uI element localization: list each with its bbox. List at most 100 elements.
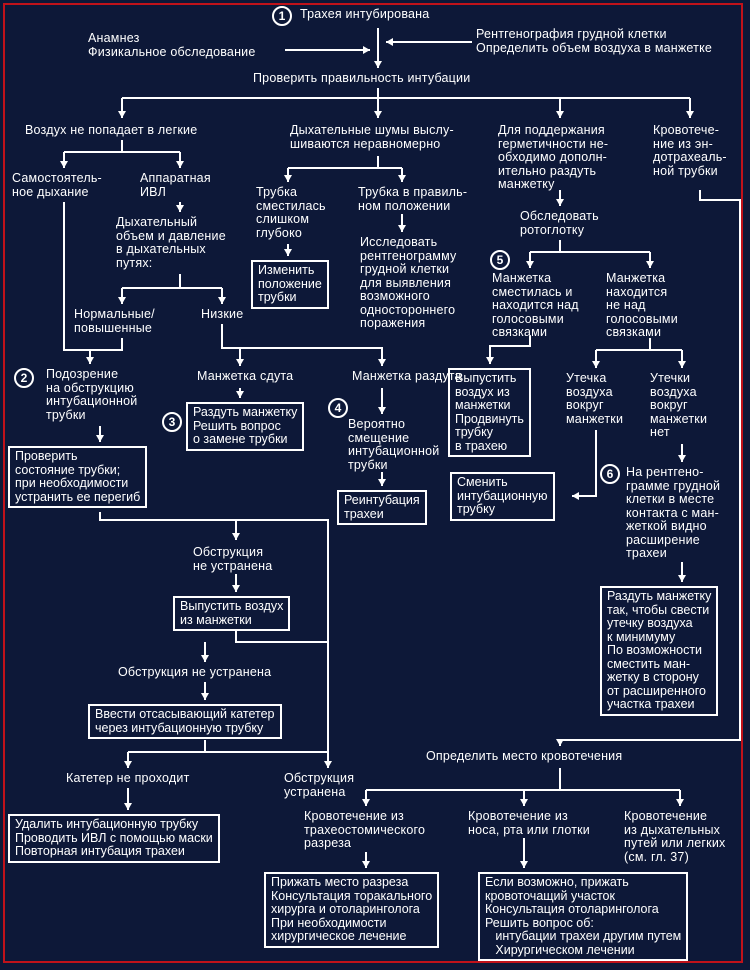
node-normal-high: Нормальные/ повышенные — [74, 307, 155, 335]
arrowhead — [201, 655, 209, 662]
arrowhead — [118, 111, 126, 118]
node-suspect-obstruction: Подозрение на обструкцию интубационной т… — [46, 367, 138, 422]
arrowhead — [678, 361, 686, 368]
arrowhead — [124, 761, 132, 768]
node-obstruction-not-removed-1: Обструкция не устранена — [193, 545, 273, 573]
arrowhead — [284, 175, 292, 182]
node-tube-deep: Трубка сместилась слишком глубоко — [256, 185, 326, 240]
step-marker-2: 2 — [14, 368, 34, 388]
node-bleed-nose: Кровотечение из носа, рта или глотки — [468, 809, 590, 837]
arrowhead — [572, 492, 579, 500]
arrowhead — [124, 803, 132, 810]
step-marker-4: 4 — [328, 398, 348, 418]
connector-line — [489, 336, 531, 364]
step-marker-1: 1 — [272, 6, 292, 26]
arrowhead — [232, 585, 240, 592]
step-marker-5: 5 — [490, 250, 510, 270]
node-chest-xray-cuff: Рентгенография грудной клетки Определить… — [476, 27, 713, 55]
node-check-tube: Проверить состояние трубки; при необходи… — [8, 446, 148, 508]
arrowhead — [678, 575, 686, 582]
arrowhead — [118, 297, 126, 304]
node-obstruction-not-removed-2: Обструкция не устранена — [118, 665, 272, 679]
node-study-xray: Исследовать рентгенограмму грудной клетк… — [360, 235, 457, 330]
node-cuff-above: Манжетка сместилась и находится над голо… — [492, 271, 579, 339]
node-tube-correct: Трубка в правиль- ном положении — [358, 185, 468, 213]
arrowhead — [86, 357, 94, 364]
node-spontaneous: Самостоятель- ное дыхание — [12, 171, 102, 199]
node-locate-bleeding: Определить место кровотечения — [426, 749, 623, 763]
arrowhead — [556, 199, 564, 206]
node-cuff-not-above: Манжетка находится не над голосовыми свя… — [606, 271, 678, 339]
arrowhead — [60, 161, 68, 168]
node-bleeding-tube: Кровотече- ние из эн- дотрахеаль- ной тр… — [653, 123, 727, 178]
arrowhead — [324, 761, 332, 768]
node-change-tube: Сменить интубационную трубку — [450, 472, 555, 521]
arrowhead — [378, 479, 386, 486]
arrowhead — [218, 297, 226, 304]
arrowhead — [398, 225, 406, 232]
node-trachea-intubated: Трахея интубирована — [300, 7, 430, 21]
node-mechanical: Аппаратная ИВЛ — [140, 171, 211, 199]
arrowhead — [201, 693, 209, 700]
arrowhead — [386, 38, 393, 46]
node-low: Низкие — [201, 307, 244, 321]
arrowhead — [236, 391, 244, 398]
node-press-incision: Прижать место разреза Консультация торак… — [264, 872, 440, 948]
arrowhead — [236, 359, 244, 366]
arrowhead — [378, 407, 386, 414]
node-no-air: Воздух не попадает в легкие — [25, 123, 198, 137]
step-marker-6: 6 — [600, 464, 620, 484]
arrowhead — [526, 261, 534, 268]
node-release-advance: Выпустить воздух из манжетки Продвинуть … — [448, 368, 531, 457]
node-volume-pressure: Дыхательный объем и давление в дыхательн… — [116, 215, 226, 270]
node-xray-widening: На рентгено- грамме грудной клетки в мес… — [626, 465, 721, 560]
arrowhead — [374, 111, 382, 118]
connector-line — [221, 324, 383, 366]
arrowhead — [520, 799, 528, 806]
arrowhead — [646, 261, 654, 268]
arrowhead — [96, 435, 104, 442]
arrowhead — [362, 799, 370, 806]
arrowhead — [486, 357, 494, 364]
connector-line — [89, 338, 123, 364]
node-remove-tube: Удалить интубационную трубку Проводить И… — [8, 814, 220, 863]
step-marker-3: 3 — [162, 412, 182, 432]
arrowhead — [176, 161, 184, 168]
node-history-exam: Анамнез Физикальное обследование — [88, 31, 256, 59]
node-uneven-sounds: Дыхательные шумы выслу- шиваются неравно… — [290, 123, 454, 151]
arrowhead — [363, 46, 370, 54]
node-leak: Утечка воздуха вокруг манжетки — [566, 371, 624, 426]
arrowhead — [592, 361, 600, 368]
node-examine-oropharynx: Обследовать ротоглотку — [520, 209, 599, 237]
node-check-intubation: Проверить правильность интубации — [253, 71, 471, 85]
connector-line — [99, 512, 329, 760]
arrowhead — [678, 455, 686, 462]
arrowhead — [556, 111, 564, 118]
node-inflate-cuff: Раздуть манжетку Решить вопрос о замене … — [186, 402, 305, 451]
arrowhead — [362, 861, 370, 868]
connector-line — [63, 330, 90, 351]
node-bleed-airways: Кровотечение из дыхательных путей или ле… — [624, 809, 726, 864]
arrowhead — [378, 359, 386, 366]
node-probable-shift: Вероятно смещение интубационной трубки — [348, 417, 440, 472]
arrowhead — [232, 533, 240, 540]
node-catheter-fails: Катетер не проходит — [66, 771, 190, 785]
connector-line — [235, 630, 328, 643]
node-no-leak: Утечки воздуха вокруг манжетки нет — [650, 371, 708, 439]
node-cuff-inflated: Манжетка раздута — [352, 369, 462, 383]
node-insert-catheter: Ввести отсасывающий катетер через интуба… — [88, 704, 282, 739]
arrowhead — [520, 861, 528, 868]
arrowhead — [686, 111, 694, 118]
arrowhead — [374, 61, 382, 68]
arrowhead — [284, 249, 292, 256]
connector-line — [572, 430, 597, 497]
node-reposition: Изменить положение трубки — [251, 260, 329, 309]
node-release-air: Выпустить воздух из манжетки — [173, 596, 291, 631]
node-inflate-seal: Для поддержания герметичности не- обходи… — [498, 123, 609, 191]
node-bleed-tracheostomy: Кровотечение из трахеостомического разре… — [304, 809, 426, 850]
arrowhead — [398, 175, 406, 182]
node-reintubation: Реинтубация трахеи — [337, 490, 427, 525]
node-obstruction-removed: Обструкция устранена — [284, 771, 355, 799]
node-press-site: Если возможно, прижать кровоточащий учас… — [478, 872, 689, 961]
